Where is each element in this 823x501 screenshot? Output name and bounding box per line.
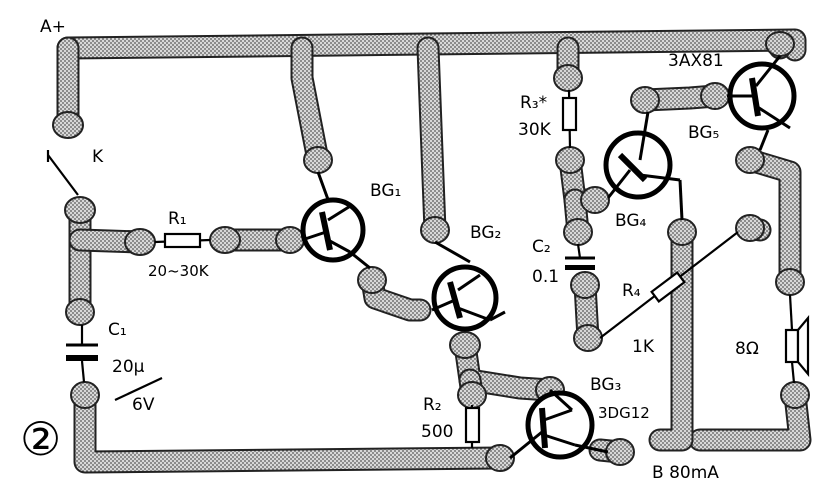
switch-k [46,150,79,196]
r1-value: 20~30K [148,262,210,280]
bg5-label: BG₅ [688,123,719,143]
bg4-label: BG₄ [615,211,647,231]
bg3-label: BG₃ [590,375,621,395]
terminal-negative-label: B 80mA [652,463,719,483]
r1-label: R₁ [168,209,187,229]
r3-label: R₃* [520,93,547,113]
switch-label: K [92,147,104,167]
resistor-r2 [464,405,481,448]
solder-pads [52,31,810,472]
resistor-r3 [561,89,578,149]
c1-voltage: 6V [132,395,155,415]
c1-label: C₁ [108,320,127,340]
transistor-bg1 [300,171,371,270]
capacitor-c2 [565,243,595,270]
capacitor-c1 [66,325,163,401]
terminal-positive-label: A+ [40,17,66,37]
speaker [784,294,810,384]
transistor-bg3 [509,388,609,460]
transistor-bg4 [603,111,684,221]
r4-value: 1K [632,337,655,357]
r4-label: R₄ [622,281,641,301]
resistor-r1 [154,232,211,249]
resistor-r4 [599,231,739,339]
labels: A+ K R₁ 20~30K C₁ 20μ 6V BG₁ BG₂ R₂ 500 … [20,17,759,483]
figure-number: ② [20,412,61,466]
bg1-label: BG₁ [370,181,401,201]
bg2-label: BG₂ [470,223,501,243]
transistor-bg2 [431,240,506,332]
r2-label: R₂ [423,395,442,415]
pcb-traces [56,28,812,474]
bg5-part: 3AX81 [668,51,724,71]
speaker-impedance: 8Ω [735,339,759,359]
c2-value: 0.1 [532,267,559,287]
transistor-bg5 [727,55,797,151]
c1-value: 20μ [112,357,145,377]
r3-value: 30K [518,120,552,140]
c2-label: C₂ [532,237,551,257]
r2-value: 500 [421,422,453,442]
bg3-part: 3DG12 [598,404,650,422]
